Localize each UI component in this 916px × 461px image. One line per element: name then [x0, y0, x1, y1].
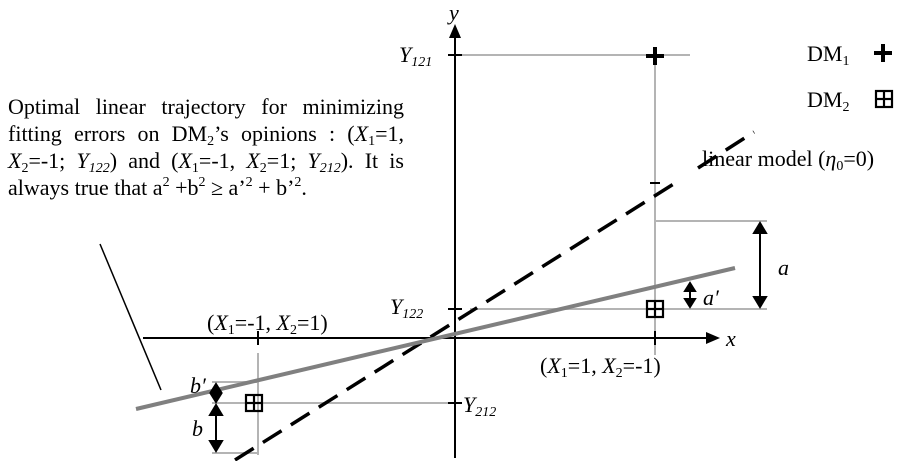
axes	[143, 30, 710, 458]
legend-dm1-label: DM1	[807, 41, 850, 69]
pointer-line	[99, 243, 162, 391]
linear-model-line-extension	[697, 130, 755, 170]
x-axis-arrow-icon	[706, 332, 720, 344]
arrow-b-up-icon	[208, 403, 224, 416]
gap-label-a-prime: a′	[703, 285, 719, 310]
tick-y122: Y122	[390, 294, 424, 322]
optimal-trajectory-line	[135, 266, 736, 411]
linear-model-line	[234, 178, 681, 461]
linear-model-label: linear model (η0=0)	[702, 146, 875, 174]
arrow-b-prime-up-icon	[209, 382, 223, 393]
point-label-left: (X1=-1, X2=1)	[207, 310, 328, 338]
description-text: Optimal linear trajectory for minimizing…	[8, 94, 404, 200]
gap-label-b: b	[192, 416, 203, 441]
dm2-marker-right	[645, 299, 665, 319]
arrow-a-prime-up-icon	[683, 281, 697, 292]
legend-dm1-symbol-icon	[874, 44, 892, 62]
dm1-marker	[646, 47, 664, 65]
tick-y212: Y212	[463, 392, 497, 420]
arrow-a-down-icon	[752, 296, 768, 309]
dm2-marker-left	[244, 393, 264, 413]
gap-arrows	[208, 221, 768, 453]
arrow-b-down-icon	[208, 440, 224, 453]
y-axis-arrow-icon	[449, 24, 461, 38]
gap-label-a: a	[778, 255, 789, 280]
point-label-right: (X1=1, X2=-1)	[540, 353, 661, 381]
arrow-b-prime-down-icon	[209, 393, 223, 404]
arrow-a-prime-down-icon	[683, 298, 697, 309]
tick-y121: Y121	[399, 42, 433, 70]
arrow-a-up-icon	[752, 221, 768, 234]
gap-label-b-prime: b′	[190, 373, 206, 398]
legend-dm2-symbol-icon	[874, 89, 894, 109]
legend-dm2-label: DM2	[807, 87, 850, 115]
y-axis-label: y	[449, 0, 459, 25]
x-axis-label: x	[726, 326, 736, 351]
